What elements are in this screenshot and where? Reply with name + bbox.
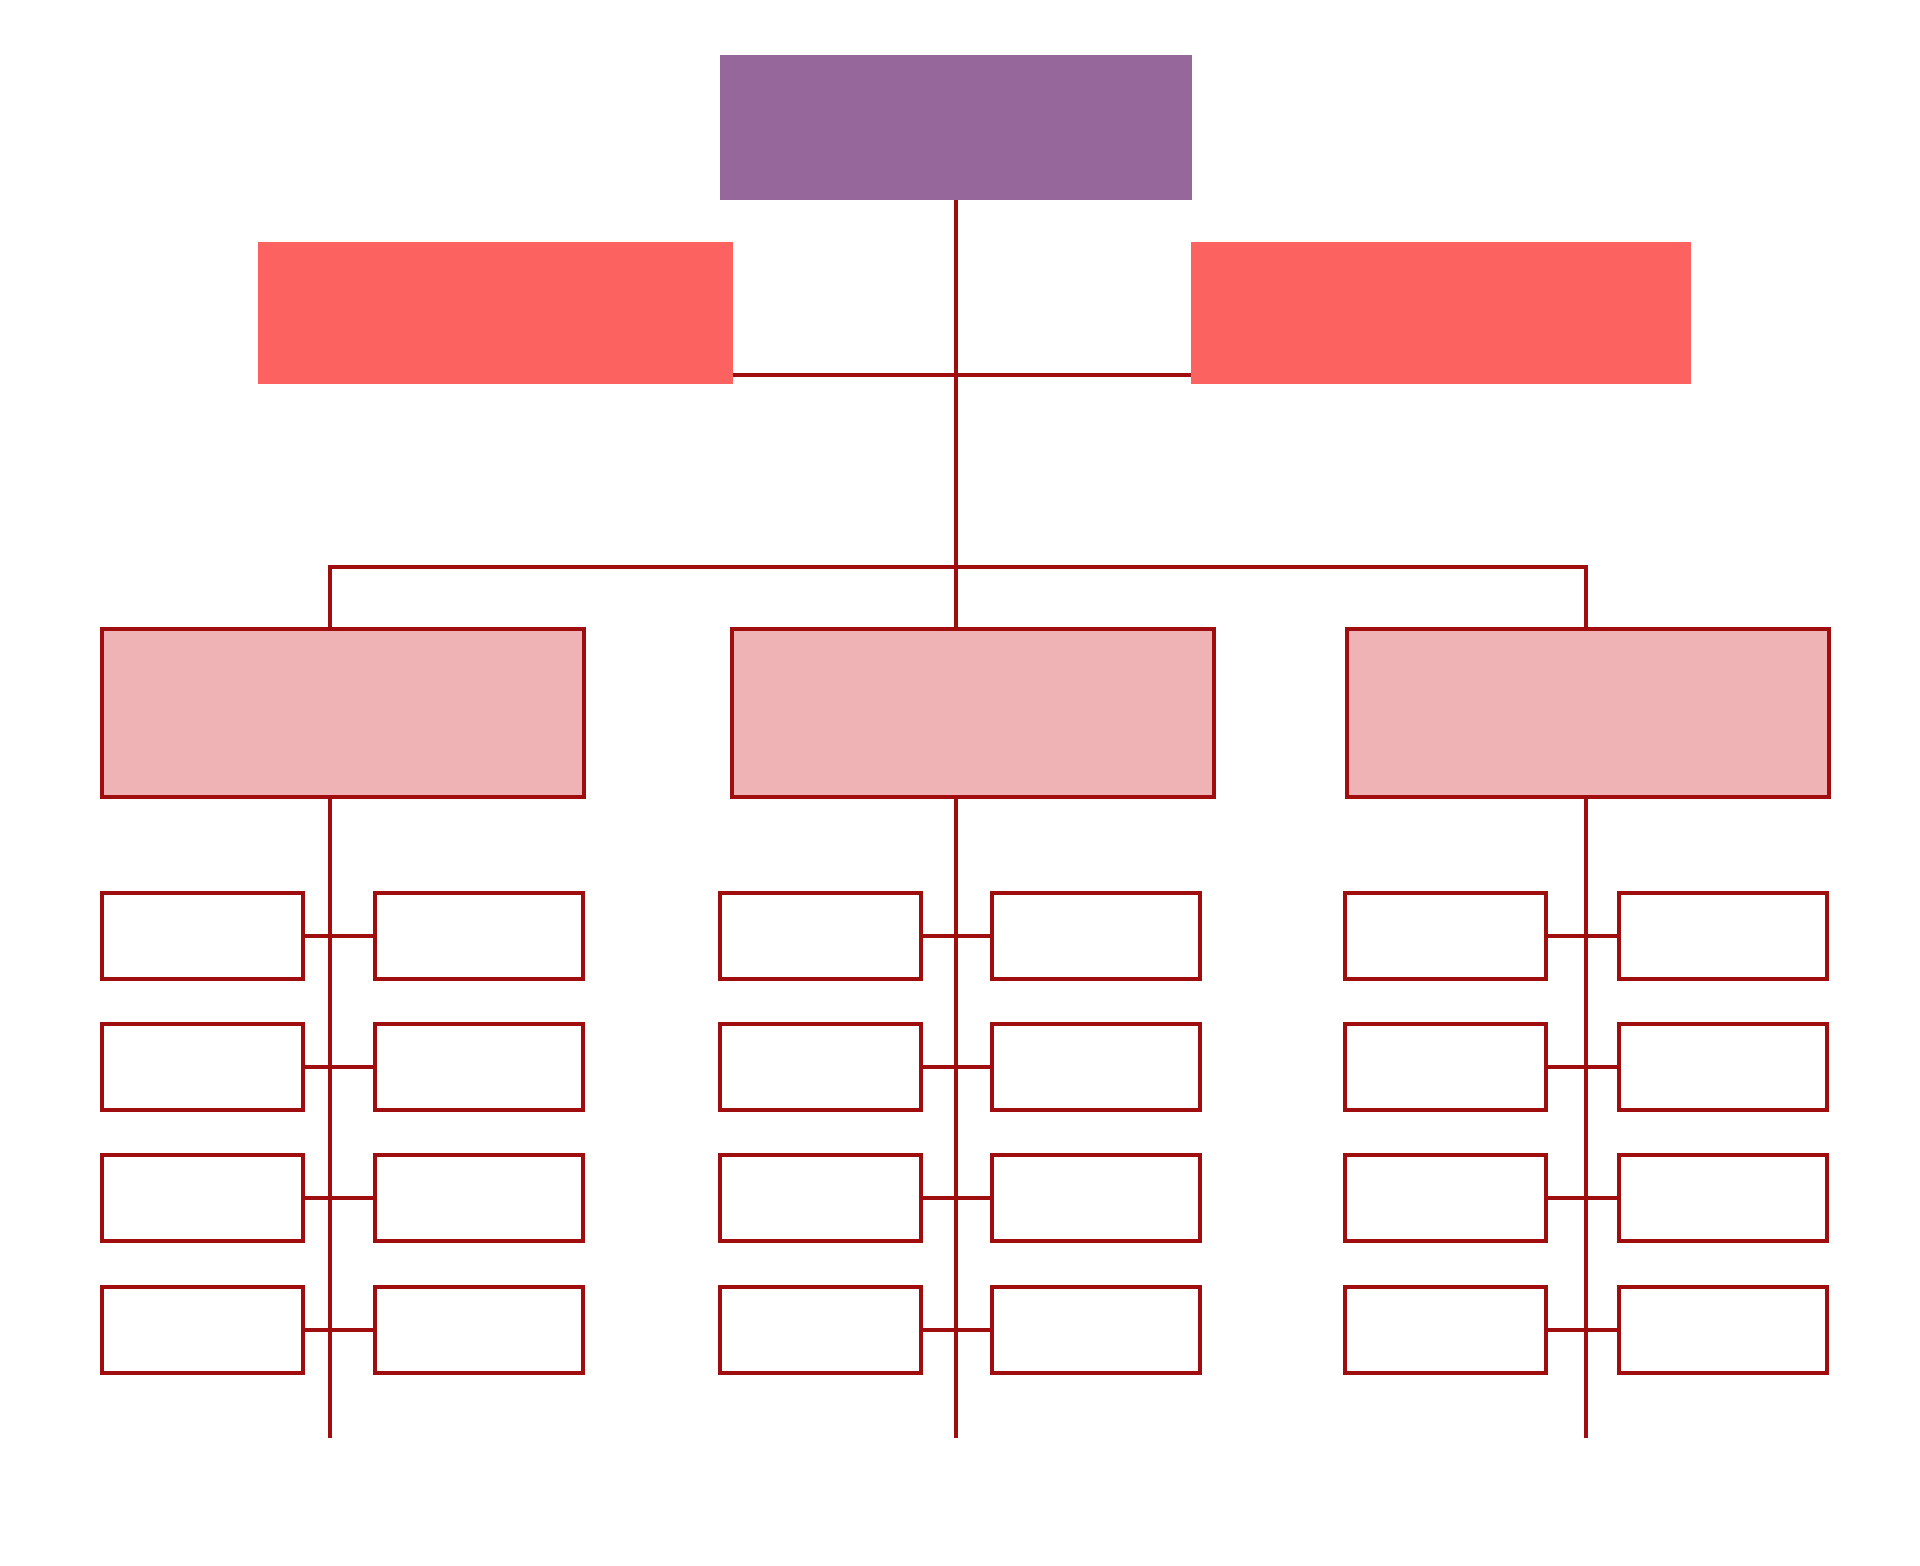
org-node-leaf-12[interactable] — [990, 1022, 1202, 1112]
org-node-leaf-15[interactable] — [718, 1285, 923, 1375]
org-node-leaf-24[interactable] — [1617, 1285, 1829, 1375]
org-node-division-1[interactable] — [100, 627, 586, 799]
org-node-leaf-18[interactable] — [1617, 891, 1829, 981]
connector-col1-rung-3 — [303, 1196, 375, 1200]
org-node-leaf-16[interactable] — [990, 1285, 1202, 1375]
org-node-leaf-8[interactable] — [373, 1285, 585, 1375]
org-node-executive-2[interactable] — [1191, 242, 1691, 384]
org-node-leaf-5[interactable] — [100, 1153, 305, 1243]
connector-col3-rung-3 — [1546, 1196, 1619, 1200]
connector-col3-rung-4 — [1546, 1328, 1619, 1332]
org-node-leaf-10[interactable] — [990, 891, 1202, 981]
org-node-leaf-19[interactable] — [1343, 1022, 1548, 1112]
org-node-root[interactable] — [720, 55, 1192, 200]
connector-col2-rung-2 — [921, 1065, 992, 1069]
connector-col2-rung-1 — [921, 934, 992, 938]
connector-trunk-root-to-level3 — [954, 200, 958, 570]
org-node-division-2[interactable] — [730, 627, 1216, 799]
org-node-leaf-4[interactable] — [373, 1022, 585, 1112]
connector-division-drop-3 — [1584, 565, 1588, 629]
org-node-division-3[interactable] — [1345, 627, 1831, 799]
connector-col3-spine — [1584, 799, 1588, 1438]
connector-col2-spine — [954, 799, 958, 1438]
org-node-leaf-14[interactable] — [990, 1153, 1202, 1243]
connector-exec-crossbar — [733, 373, 1193, 377]
org-node-leaf-7[interactable] — [100, 1285, 305, 1375]
org-node-leaf-20[interactable] — [1617, 1022, 1829, 1112]
org-node-leaf-9[interactable] — [718, 891, 923, 981]
connector-col2-rung-4 — [921, 1328, 992, 1332]
org-node-leaf-1[interactable] — [100, 891, 305, 981]
org-node-leaf-6[interactable] — [373, 1153, 585, 1243]
connector-col2-rung-3 — [921, 1196, 992, 1200]
org-node-leaf-11[interactable] — [718, 1022, 923, 1112]
org-node-leaf-17[interactable] — [1343, 891, 1548, 981]
org-node-leaf-21[interactable] — [1343, 1153, 1548, 1243]
org-node-leaf-13[interactable] — [718, 1153, 923, 1243]
connector-col1-spine — [328, 799, 332, 1438]
connector-col3-rung-2 — [1546, 1065, 1619, 1069]
connector-col1-rung-1 — [303, 934, 375, 938]
org-node-leaf-22[interactable] — [1617, 1153, 1829, 1243]
connector-division-drop-1 — [328, 565, 332, 629]
connector-col3-rung-1 — [1546, 934, 1619, 938]
org-node-leaf-23[interactable] — [1343, 1285, 1548, 1375]
connector-division-drop-2 — [954, 565, 958, 629]
connector-col1-rung-4 — [303, 1328, 375, 1332]
connector-col1-rung-2 — [303, 1065, 375, 1069]
org-node-executive-1[interactable] — [258, 242, 733, 384]
org-node-leaf-2[interactable] — [373, 891, 585, 981]
org-node-leaf-3[interactable] — [100, 1022, 305, 1112]
